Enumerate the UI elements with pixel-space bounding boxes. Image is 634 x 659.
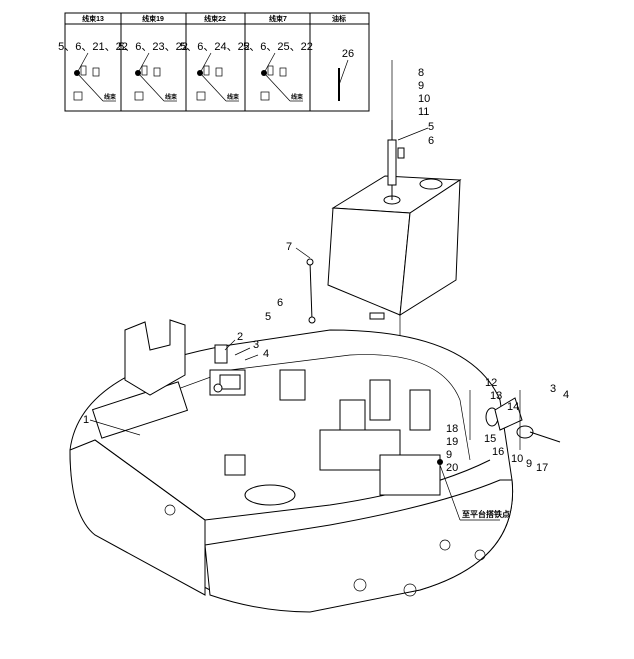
- table-header: 线束19: [142, 14, 164, 23]
- callout: 3: [253, 339, 259, 351]
- callout: 9: [418, 80, 424, 92]
- callout: 8: [418, 67, 424, 79]
- callout: 20: [446, 462, 458, 474]
- callout: 9: [446, 449, 452, 461]
- callout: 6: [428, 135, 434, 147]
- callout: 5: [428, 121, 434, 133]
- battery-switch-assembly: [213, 344, 561, 465]
- table-cell: 5、6、24、22: [180, 41, 250, 53]
- harness-sub-label: 线束: [227, 93, 240, 101]
- callout: 10: [418, 93, 430, 105]
- callout: 12: [485, 377, 497, 389]
- table-cell: 5、6、21、22: [58, 41, 128, 53]
- callout: 17: [536, 462, 548, 474]
- harness-table: 线束13 线束19 线束22 线束7 油标 5、6、21、22 5、6、23、2…: [58, 12, 370, 112]
- callout: 11: [418, 106, 429, 118]
- callout: 15: [484, 433, 496, 445]
- callout: 13: [490, 390, 502, 402]
- harness-sub-label: 线束: [104, 93, 117, 101]
- callout: 1: [83, 414, 89, 426]
- connector-sketch: 线束 线束 线束 线束: [73, 52, 349, 102]
- callout: 9: [526, 458, 532, 470]
- callout: 6: [277, 297, 283, 309]
- callout-labels: 1 2 3 4 5 6 7 5 6 8 9 10 11 12 13 14 15 …: [83, 67, 569, 521]
- table-header: 线束22: [204, 14, 226, 23]
- callout: 7: [286, 241, 292, 253]
- callout: 5: [265, 311, 271, 323]
- fuel-tank: [306, 60, 462, 420]
- table-header: 线束13: [82, 14, 104, 23]
- callout: 2: [237, 331, 243, 343]
- callout: 3: [550, 383, 556, 395]
- callout: 4: [263, 348, 269, 360]
- callout: 19: [446, 436, 458, 448]
- callout: 18: [446, 423, 458, 435]
- callout: 10: [511, 453, 523, 465]
- table-cell: 26: [342, 48, 354, 60]
- harness-sub-label: 线束: [165, 93, 178, 101]
- callout: 14: [507, 401, 519, 413]
- ground-point-note: 至平台搭铁点: [462, 509, 510, 519]
- table-header: 油标: [332, 14, 346, 23]
- table-cell: 5、6、25、22: [243, 41, 313, 53]
- platform-frame: [69, 319, 514, 613]
- harness-sub-label: 线束: [291, 93, 304, 101]
- table-header: 线束7: [269, 14, 287, 23]
- callout: 4: [563, 389, 569, 401]
- callout: 16: [492, 446, 504, 458]
- table-cell: 5、6、23、22: [118, 41, 188, 53]
